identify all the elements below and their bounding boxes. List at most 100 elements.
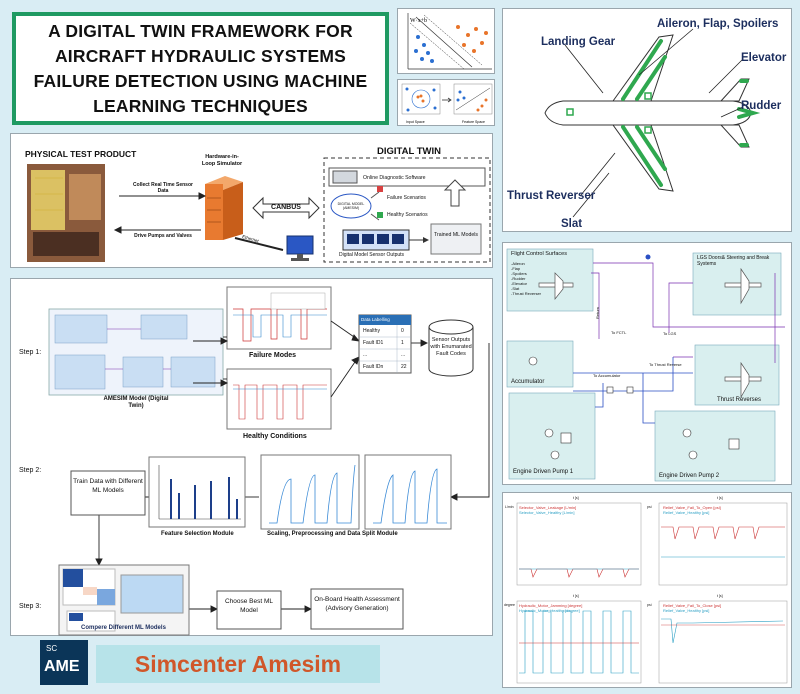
digital-twin-frame [323, 157, 491, 263]
to-lgs-label: To LGS [663, 331, 677, 336]
trained-label: Trained ML Models [433, 232, 478, 238]
plot1-unit: psi [647, 505, 652, 509]
svm-formula: W·x+b [410, 18, 427, 24]
label-row-3-code: 22 [401, 364, 407, 370]
to-thrust-label: To Thrust Reverse [649, 362, 682, 367]
label-table [358, 314, 412, 374]
thrust-reverses-label: Thrust Reverses [717, 397, 762, 403]
label-row-2-code: ... [401, 352, 406, 358]
label-row-1-name: Fault ID1 [363, 340, 384, 346]
amesim-logo: SC AME [40, 640, 88, 685]
kernel-plot: Input Space Feature Space [401, 83, 493, 124]
slat-label: Slat [561, 218, 582, 230]
online-label: Online Diagnostic Software [363, 175, 426, 181]
failure-modes-label: Failure Modes [249, 352, 297, 359]
logo-top-text: SC [46, 644, 58, 653]
svm-plot: W·x+b [407, 13, 492, 70]
workflow-drawing [48, 286, 490, 636]
lgs-label: LGS Doors& Steering and Break Systems [697, 255, 770, 267]
sensor-outputs-label: Digital Model Sensor Outputs [339, 252, 405, 258]
to-fctl-label: To FCTL [611, 330, 627, 335]
plots-panel: Selector_Valve_Leakage [L/min] Selector_… [502, 492, 792, 688]
dmodel-label: DIGITAL MODEL (AMESIM) [337, 202, 365, 210]
compare-label: Compere Different ML Models [81, 625, 166, 631]
physical-title: PHYSICAL TEST PRODUCT [25, 149, 137, 159]
edp1-label: Engine Driven Pump 1 [513, 469, 574, 475]
fcs-item: -Thrust Reverser [511, 291, 542, 296]
fcs-item: -Slat [511, 286, 520, 291]
kernel-thumbnail: Input Space Feature Space [397, 79, 495, 126]
return-label: Return [595, 306, 600, 319]
fcs-list: -Aileron -Flap -Spoilers -Rudder -Elevat… [511, 261, 541, 296]
pc-icon [286, 235, 314, 261]
fcs-item: -Spoilers [511, 271, 527, 276]
choose-box [216, 590, 282, 630]
label-row-1-code: 1 [401, 340, 404, 346]
plot3-unit: psi [647, 603, 652, 607]
plot1-legend-0: Relief_Valve_Fail_To_Open [psi] [663, 505, 721, 510]
accumulator-label: Accumulator [511, 379, 545, 385]
logo-main-text: AME [44, 658, 80, 675]
framework-panel: PHYSICAL TEST PRODUCT [10, 133, 493, 268]
aircraft-drawing: Landing Gear Aileron, Flap, Spoilers Ele… [507, 18, 787, 230]
collect-label: Collect Real Time Sensor Data [133, 182, 193, 194]
amesim-screenshot [48, 308, 224, 396]
label-row-2-name: ... [363, 352, 368, 358]
hydraulic-panel: Flight Control Surfaces -Aileron -Flap -… [502, 242, 792, 485]
page-title: A DIGITAL TWIN FRAMEWORK FOR AIRCRAFT HY… [12, 12, 389, 125]
step2-label: Step 2: [19, 467, 42, 474]
plot0-legend-0: Selector_Valve_Leakage [L/min] [519, 505, 577, 510]
onboard-label: On-Board Health Assessment (Advisory Gen… [314, 596, 400, 612]
plot3-legend-1: Relief_Valve_Healthy [psi] [663, 608, 710, 613]
step1-label: Step 1: [19, 349, 42, 356]
fcs-item: -Elevator [511, 281, 528, 286]
canbus-arrow [252, 196, 320, 220]
fcs-item: -Aileron [511, 261, 525, 266]
label-row-0-code: 0 [401, 328, 404, 334]
plot2-xlabel: t [s] [573, 594, 579, 598]
labelling-header: Data Labelling [361, 317, 390, 322]
plot0-unit: L/min [505, 505, 514, 509]
plot0-xlabel: t [s] [573, 496, 579, 500]
rudder-label: Rudder [741, 100, 782, 112]
elevator-label: Elevator [741, 52, 787, 64]
feature-space-label: Feature Space [462, 120, 485, 124]
sensor-db-label: Sensor Outputs with Enumarated Fault Cod… [430, 337, 472, 357]
drive-label: Drive Pumps and Valves [134, 233, 192, 239]
workflow-panel: Step 1: Step 2: Step 3: AMESIM Model (Di… [10, 278, 493, 636]
plot2-unit: degree [504, 603, 515, 607]
choose-label: Choose Best ML Model [224, 598, 274, 614]
train-box [70, 470, 146, 516]
label-row-3-name: Fault IDn [363, 364, 384, 370]
plot1-legend-1: Relief_Valve_Healthy [psi] [663, 510, 710, 515]
label-row-0-name: Healthy [363, 328, 380, 334]
healthy-label: Healthy Scenarios [387, 212, 428, 218]
step3-label: Step 3: [19, 603, 42, 610]
healthy-plot-thumb [226, 368, 332, 430]
test-rig [27, 164, 105, 262]
plot2-legend-1: Hydraulic_Motor_Healthy [degree] [519, 608, 580, 613]
failure-plot-thumb [226, 286, 332, 350]
canbus-label: CANBUS [271, 204, 301, 211]
failure-label: Failure Scenarios [387, 195, 426, 201]
framework-drawing [27, 157, 491, 263]
fcs-item: -Flap [511, 266, 521, 271]
hil-label: Hardware-in-Loop Simulator [201, 154, 243, 167]
landing-gear-label: Landing Gear [541, 36, 616, 48]
brand-name: Simcenter Amesim [134, 650, 342, 677]
fcs-item: -Rudder [511, 276, 526, 281]
amesim-label: AMESIM Model (Digital Twin) [103, 396, 169, 409]
database-icon [428, 319, 474, 377]
hydraulic-drawing [506, 248, 785, 482]
edp2-label: Engine Driven Pump 2 [659, 473, 720, 479]
feature-sel-thumb [148, 456, 246, 528]
fcs-title: Flight Control Surfaces [511, 251, 567, 257]
plots-drawing [516, 502, 788, 684]
aircraft-panel: Landing Gear Aileron, Flap, Spoilers Ele… [502, 8, 792, 232]
brand-banner: Simcenter Amesim [96, 645, 380, 683]
train-label: Train Data with Different ML Models [73, 478, 143, 494]
aileron-label: Aileron, Flap, Spoilers [657, 18, 778, 30]
title-text: A DIGITAL TWIN FRAMEWORK FOR AIRCRAFT HY… [33, 20, 368, 116]
plot2-legend-0: Hydraulic_Motor_Jamming [degree] [519, 603, 583, 608]
compare-thumb [58, 564, 190, 636]
